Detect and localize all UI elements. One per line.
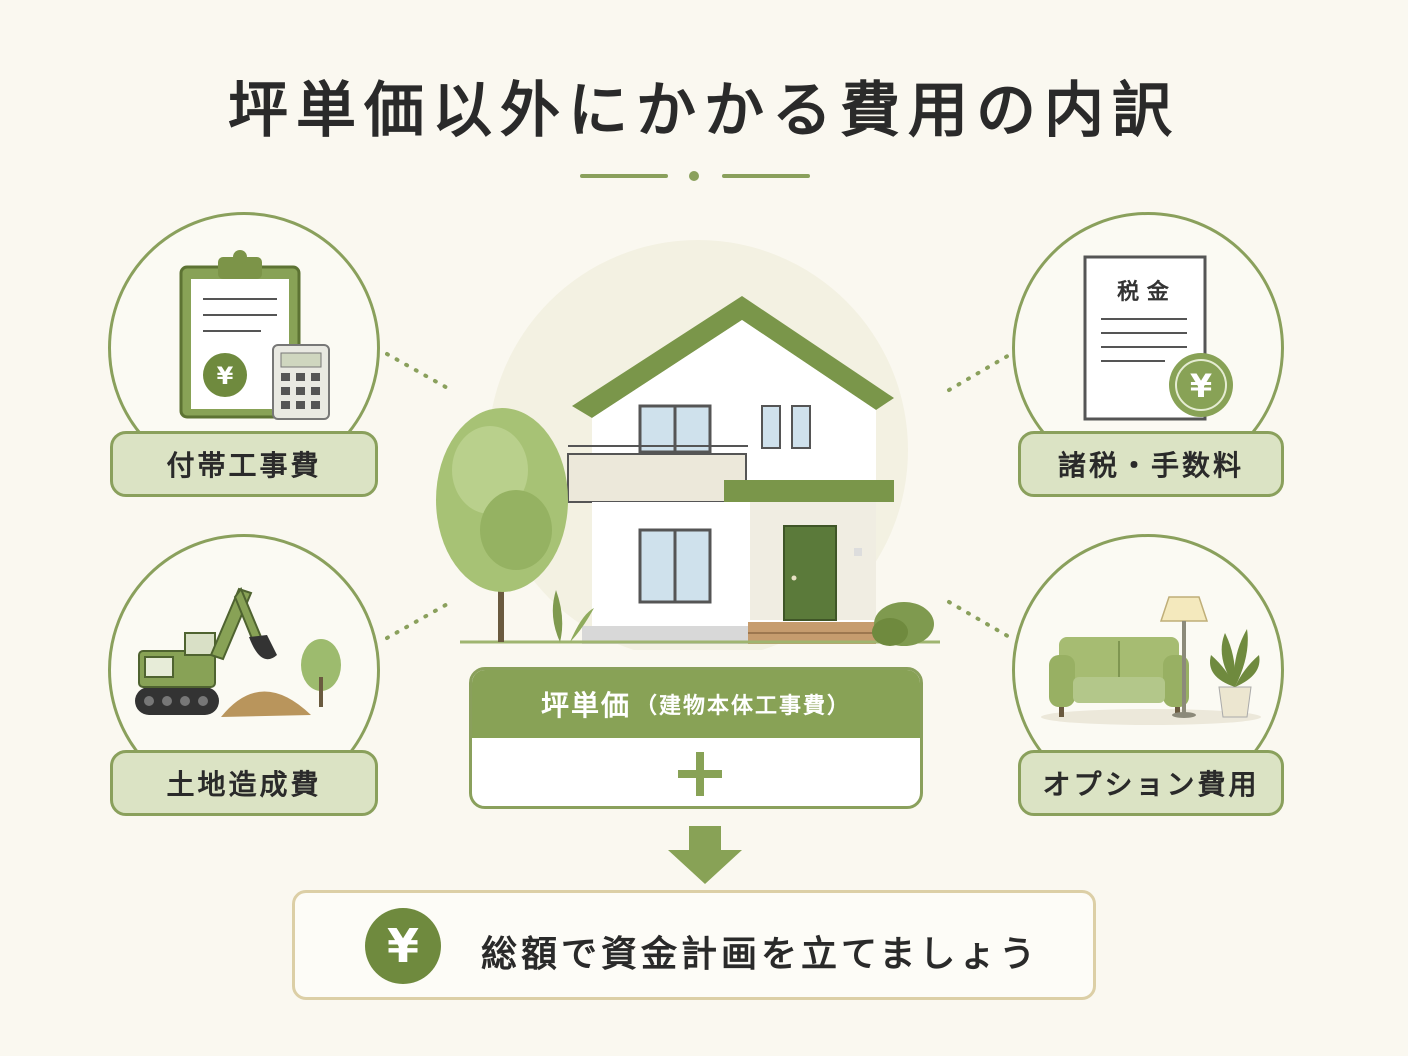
sofa-lamp-plant-icon xyxy=(1041,596,1261,725)
taxes-fees-label: 諸税・手数料 xyxy=(1018,431,1284,497)
page-title: 坪単価以外にかかる費用の内訳 xyxy=(228,76,1180,146)
incidental-work-label: 付帯工事費 xyxy=(110,431,378,497)
formula-sub-text: （建物本体工事費） xyxy=(635,694,852,719)
clipboard-calculator-icon: ¥ xyxy=(179,250,330,420)
total-banner: ¥ 総額で資金計画を立てましょう xyxy=(292,890,1096,1000)
svg-text:¥: ¥ xyxy=(1190,367,1212,405)
connector-bottom-right xyxy=(947,600,1013,640)
total-text: 総額で資金計画を立てましょう xyxy=(481,934,1040,975)
tax-document-icon: 税 金 ¥ xyxy=(1083,255,1233,421)
land-development-label: 土地造成費 xyxy=(110,750,378,816)
incidental-work-circle: ¥ xyxy=(108,212,380,484)
excavator-icon xyxy=(135,587,341,717)
title-divider xyxy=(580,171,810,181)
svg-text:税 金: 税 金 xyxy=(1117,279,1170,305)
formula-head-text: 坪単価 xyxy=(540,689,631,722)
down-arrow-icon xyxy=(668,826,742,884)
yen-icon: ¥ xyxy=(365,908,441,984)
formula-header: 坪単価 （建物本体工事費） xyxy=(472,670,920,738)
plus-icon xyxy=(678,752,722,796)
option-cost-label: オプション費用 xyxy=(1018,750,1284,816)
house-icon xyxy=(436,240,940,650)
connector-top-left xyxy=(385,352,453,392)
svg-text:¥: ¥ xyxy=(217,362,234,390)
connector-bottom-left xyxy=(385,600,453,640)
connector-top-right xyxy=(947,352,1013,392)
formula-box: 坪単価 （建物本体工事費） xyxy=(469,667,923,809)
